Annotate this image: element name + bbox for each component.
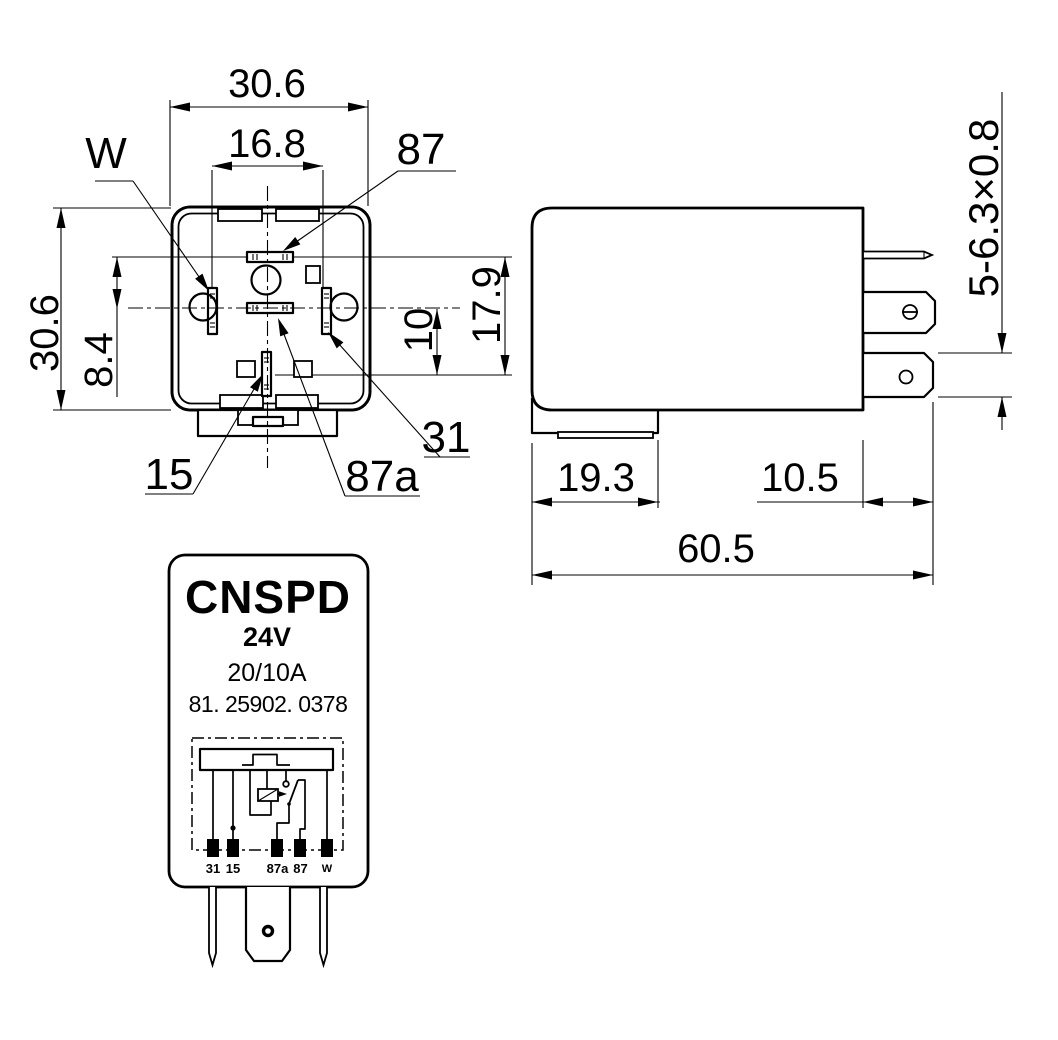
terminal-label-w: W	[322, 863, 333, 875]
dim-right-span: 17.9	[465, 266, 509, 344]
terminal-87-blade	[245, 250, 295, 264]
voltage-rating: 24V	[243, 622, 291, 652]
pin-thin-side	[862, 250, 935, 260]
current-rating: 20/10A	[227, 659, 307, 687]
switch-arm	[288, 779, 299, 805]
dim-base-length: 19.3	[557, 456, 635, 500]
pulse-symbol	[242, 753, 290, 766]
pin-label-87a: 87a	[345, 452, 419, 501]
pin-label-w: W	[85, 129, 127, 178]
actuation-arrow	[279, 791, 287, 797]
pin-label-15: 15	[145, 450, 194, 499]
keying-square	[236, 360, 256, 378]
dim-overall-length: 60.5	[677, 527, 755, 571]
terminal-pad-w	[321, 839, 333, 857]
blade-upper-side	[861, 290, 937, 335]
part-number: 81. 25902. 0378	[189, 691, 348, 717]
terminal-label-31: 31	[206, 861, 220, 876]
side-view-dimension-lines	[531, 92, 1012, 585]
terminal-blades-side-view	[861, 250, 937, 399]
terminal-label-87a: 87a	[267, 861, 289, 876]
case-notch	[219, 394, 264, 409]
dim-overall-width: 30.6	[228, 62, 306, 106]
blade-center-front	[244, 887, 292, 963]
terminal-pad-87a	[271, 839, 283, 857]
flange-plate	[557, 431, 654, 439]
junction-dot	[230, 825, 236, 831]
top-view: 30.6 16.8 30.6 8.4 17.9 10 W 87 15 87a 3…	[23, 62, 512, 501]
front-view-pins	[208, 887, 328, 969]
keying-square	[305, 265, 321, 284]
top-view-leader-lines	[95, 170, 470, 497]
case-notch	[275, 394, 319, 409]
blade-hole	[261, 924, 275, 938]
schematic-enclosure	[191, 737, 344, 851]
pin-label-87: 87	[397, 125, 446, 174]
terminal-pad-87	[294, 839, 306, 857]
case-notch	[275, 208, 320, 222]
dim-terminal-spec: 5-6.3×0.8	[960, 119, 1007, 298]
front-view: CNSPD 24V 20/10A 81. 25902. 0378	[167, 553, 370, 969]
mounting-hole	[329, 292, 359, 322]
pin-right-front	[319, 887, 328, 969]
brand-logo: CNSPD	[185, 571, 351, 623]
center-hole	[250, 264, 282, 296]
blade-lower-side	[861, 351, 935, 399]
case-notch	[217, 208, 263, 222]
pin-label-31: 31	[422, 413, 471, 462]
dim-pin15-offset: 10	[397, 308, 441, 353]
terminal-31-blade	[320, 286, 333, 336]
dim-overall-height: 30.6	[23, 294, 67, 372]
circuit-schematic: 31 15 87a 87 W	[191, 737, 344, 876]
relay-body-side	[530, 206, 865, 412]
fixed-contact	[282, 780, 290, 788]
pin-left-front	[208, 887, 217, 969]
mounting-hole	[188, 292, 218, 322]
terminal-15-blade	[260, 350, 273, 398]
terminal-pad-15	[227, 839, 239, 857]
dim-pin-span: 16.8	[228, 122, 306, 166]
dim-terminal-length: 10.5	[761, 456, 839, 500]
electronic-module	[198, 747, 335, 772]
side-view: 5-6.3×0.8 19.3 10.5 60.5	[530, 92, 1012, 585]
terminal-label-87: 87	[293, 861, 307, 876]
terminal-pad-31	[207, 839, 219, 857]
dim-pin87-offset: 8.4	[77, 332, 121, 388]
terminal-label-15: 15	[226, 861, 240, 876]
